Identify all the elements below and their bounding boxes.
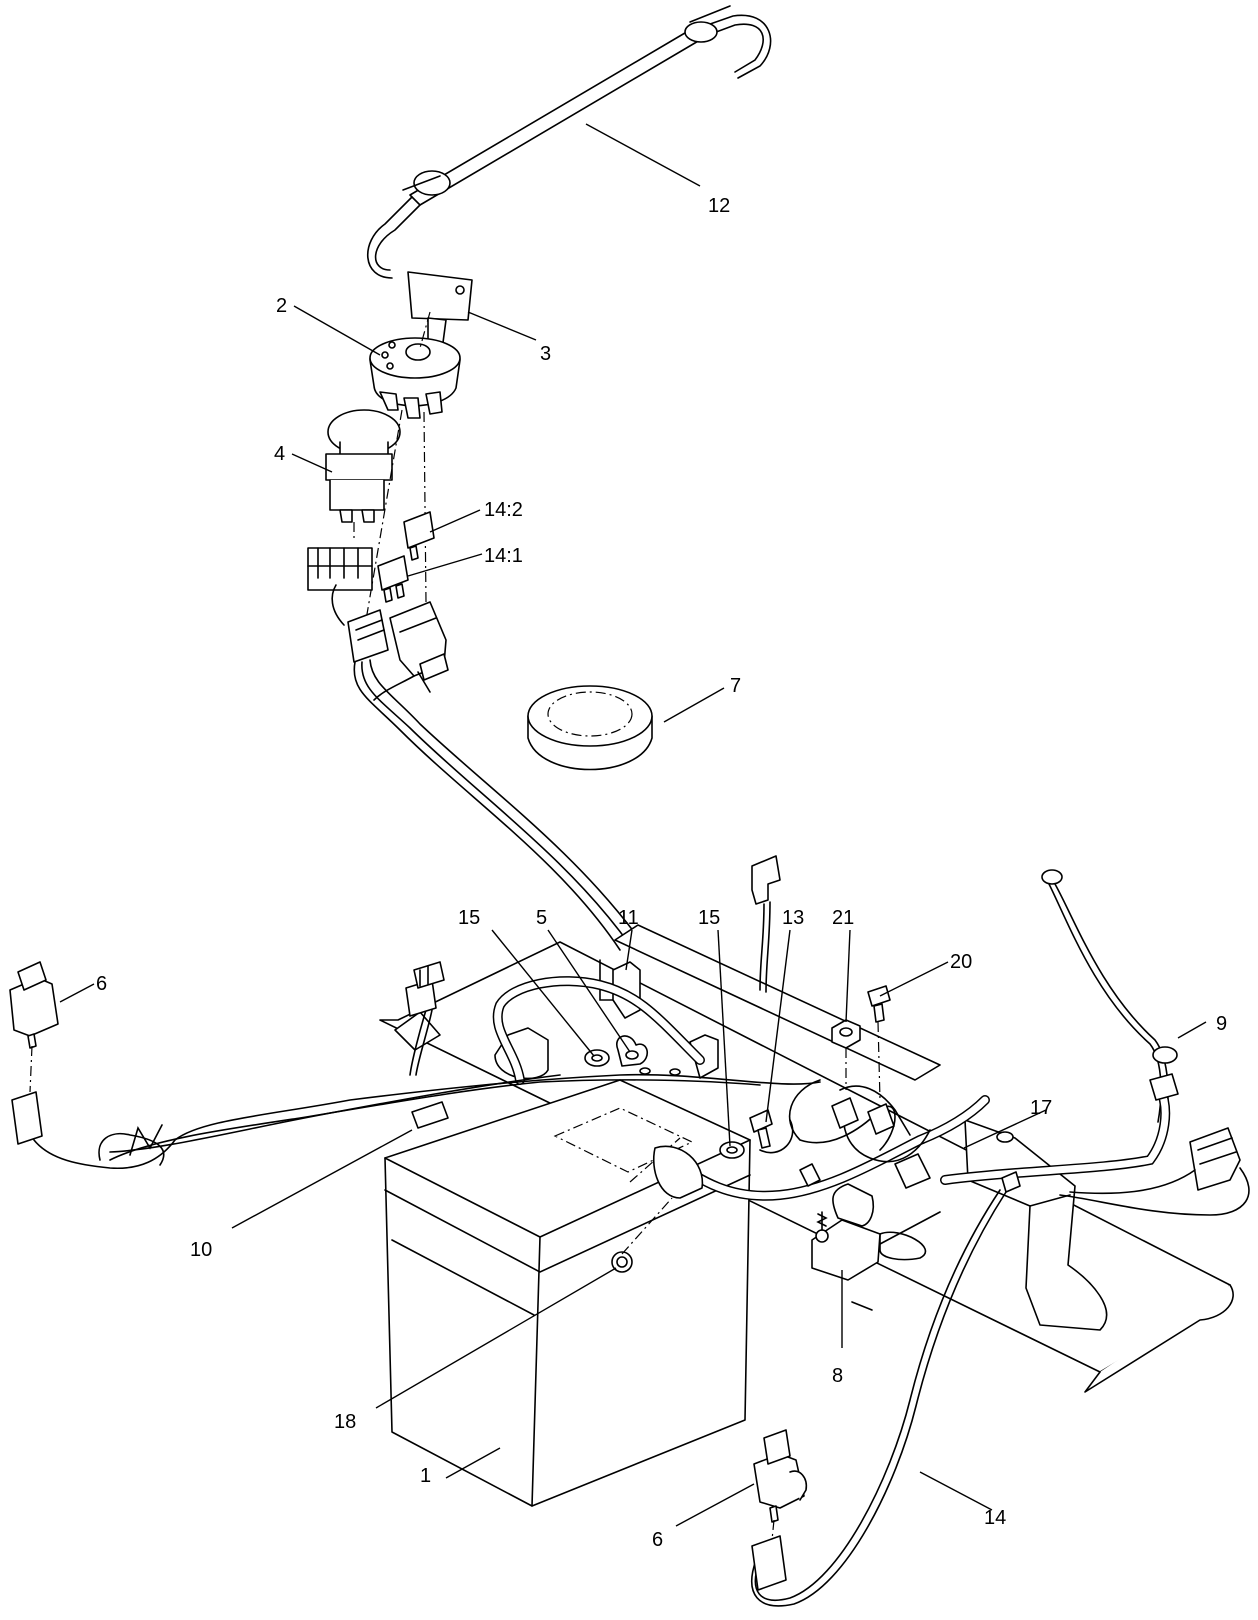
alignment-line [621, 1197, 673, 1255]
ignition-switch [369, 337, 461, 419]
callout-15-right: 15 [698, 907, 720, 929]
support-rod [367, 5, 772, 279]
callout-6-right: 6 [652, 1529, 663, 1551]
callout-17: 17 [1030, 1097, 1052, 1119]
leader-lines [59, 123, 1207, 1527]
callout-2: 2 [276, 295, 287, 317]
callout-10: 10 [190, 1239, 212, 1261]
callout-7: 7 [730, 675, 741, 697]
pto-switch [325, 409, 401, 523]
callout-18: 18 [334, 1411, 356, 1433]
callout-6-left: 6 [96, 973, 107, 995]
bolt-20 [867, 985, 891, 1023]
alignment-line [29, 1045, 33, 1093]
callout-15-left: 15 [458, 907, 480, 929]
callout-12: 12 [708, 195, 730, 217]
callout-21: 21 [832, 907, 854, 929]
callout-4: 4 [274, 443, 285, 465]
alignment-line [771, 1519, 775, 1541]
pto-connector [307, 547, 373, 591]
callout-labels: 12 2 3 4 14:2 14:1 7 15 5 11 15 13 21 20… [96, 195, 1227, 1551]
wire-harness-14 [751, 1171, 1021, 1607]
callout-3: 3 [540, 343, 551, 365]
wire-harness-left [33, 961, 821, 1170]
alignment-line [423, 411, 427, 603]
ground-cable [940, 869, 1179, 1185]
callout-11: 11 [618, 907, 639, 929]
callout-9: 9 [1216, 1013, 1227, 1035]
relay-nest-wires [759, 1079, 931, 1189]
callout-8: 8 [832, 1365, 843, 1387]
washer-15-right [719, 1141, 745, 1159]
battery [384, 1079, 751, 1507]
callout-20: 20 [950, 951, 972, 973]
callout-1: 1 [420, 1465, 431, 1487]
top-middle-connector [751, 855, 781, 993]
right-connector [1059, 1127, 1250, 1216]
interlock-switch-right [751, 1429, 808, 1591]
alignment-line [419, 311, 431, 349]
callout-14: 14 [984, 1507, 1006, 1529]
fuse-14-2 [403, 511, 435, 561]
battery-cable-positive [653, 1095, 990, 1201]
callout-14-1: 14:1 [484, 545, 523, 567]
battery-cable-negative [492, 976, 705, 1085]
harness-connectors-upper [347, 601, 449, 693]
nut-21 [831, 1019, 861, 1049]
callout-14-2: 14:2 [484, 499, 523, 521]
washer-15-left [584, 1049, 610, 1067]
starter-solenoid [811, 1183, 881, 1281]
alignment-line [877, 1021, 881, 1101]
wire-harness-main [331, 584, 641, 951]
alignment-line [365, 409, 403, 621]
fuse-14-1 [377, 555, 409, 603]
cap [527, 685, 653, 771]
callout-13: 13 [782, 907, 804, 929]
callout-5: 5 [536, 907, 547, 929]
interlock-switch-left [9, 961, 59, 1145]
